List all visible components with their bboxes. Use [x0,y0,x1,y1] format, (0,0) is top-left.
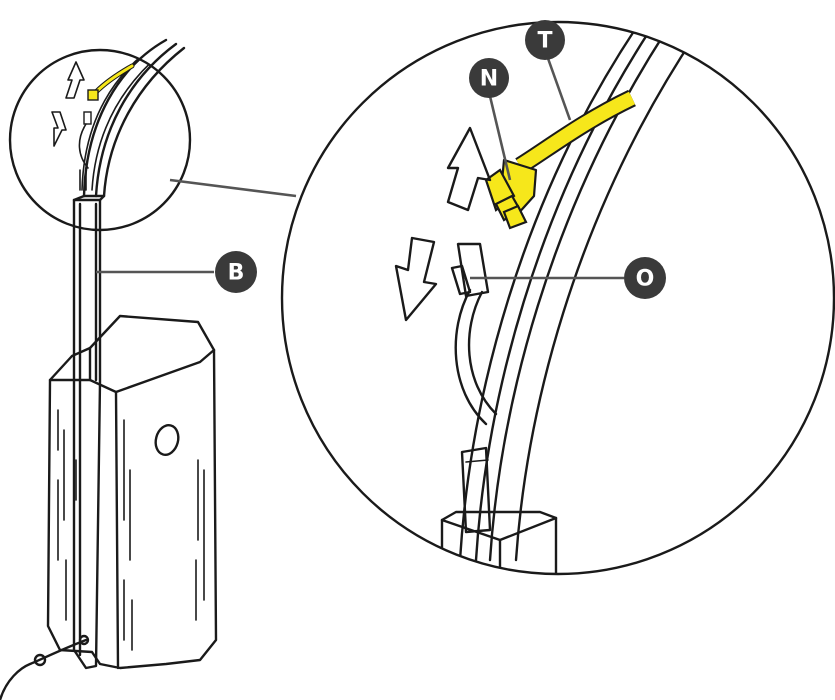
connector-O [450,242,490,298]
down-arrow-icon [51,111,67,147]
svg-text:T: T [537,29,552,54]
up-arrow-icon [65,61,85,99]
callout-badge-T: T [525,20,565,60]
svg-text:O: O [636,267,655,292]
callout-badge-N: N [469,58,509,98]
down-arrow-icon [394,236,438,322]
up-arrow-icon [446,126,492,212]
base-block [46,314,218,670]
svg-text:B: B [228,261,245,286]
pole-channel [72,194,106,670]
detail-circle-large [280,20,835,576]
connector-N [484,158,538,230]
callout-badge-B: B [215,251,257,293]
callouts: B N T O [96,20,666,299]
zoom-connector-lines [169,178,297,198]
product-overview [0,38,218,700]
power-cord [0,634,90,700]
callout-badge-O: O [624,257,666,299]
cable-T [515,89,636,174]
svg-text:N: N [480,67,498,92]
